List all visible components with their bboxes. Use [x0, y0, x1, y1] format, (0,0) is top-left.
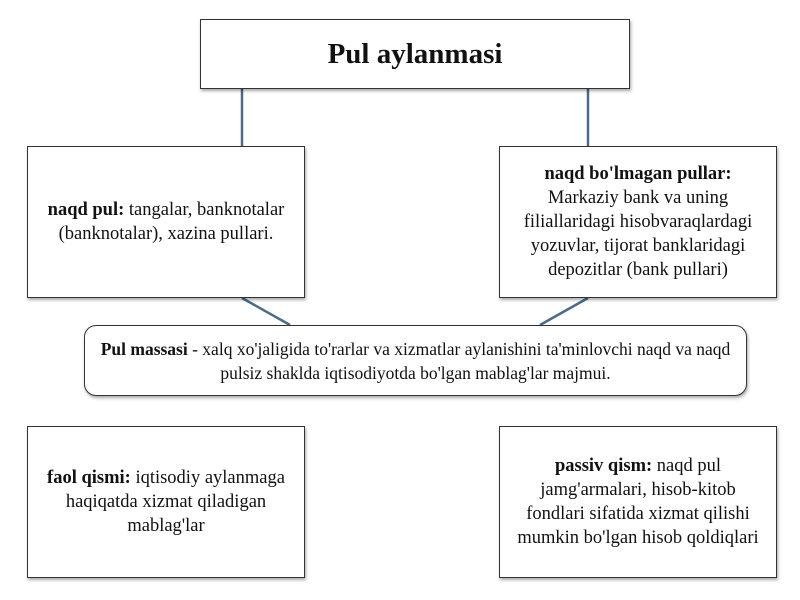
passive-part-box: passiv qism: naqd pul jamg'armalari, his…	[499, 426, 777, 578]
diagram-title: Pul aylanmasi	[327, 37, 503, 70]
money-mass-term: Pul massasi	[100, 338, 188, 359]
active-part-term: faol qismi:	[47, 468, 131, 488]
passive-part-term: passiv qism:	[554, 456, 653, 476]
cash-description: tangalar, banknotalar (banknotalar), xaz…	[58, 200, 285, 244]
money-mass-box: Pul massasi - xalq xo'jaligida to'rarlar…	[84, 325, 747, 396]
title-box: Pul aylanmasi	[200, 19, 630, 89]
cash-term: naqd pul:	[47, 200, 125, 220]
passive-part-description: naqd pul jamg'armalari, hisob-kitob fond…	[517, 456, 759, 548]
money-mass-description: - xalq xo'jaligida to'rarlar va xizmatla…	[187, 338, 731, 383]
connector-non-cash-to-mass	[539, 296, 589, 327]
active-part-box: faol qismi: iqtisodiy aylanmaga haqiqatd…	[27, 426, 305, 578]
non-cash-description: Markaziy bank va uning filiallaridagi hi…	[523, 188, 753, 280]
non-cash-text: naqd bo'lmagan pullar: Markaziy bank va …	[507, 162, 769, 282]
non-cash-box: naqd bo'lmagan pullar: Markaziy bank va …	[499, 146, 777, 298]
passive-part-text: passiv qism: naqd pul jamg'armalari, his…	[513, 454, 763, 550]
money-mass-text: Pul massasi - xalq xo'jaligida to'rarlar…	[96, 337, 736, 385]
active-part-text: faol qismi: iqtisodiy aylanmaga haqiqatd…	[41, 466, 291, 538]
non-cash-term: naqd bo'lmagan pullar:	[544, 164, 732, 184]
cash-text: naqd pul: tangalar, banknotalar (banknot…	[44, 198, 289, 246]
active-part-description: iqtisodiy aylanmaga haqiqatda xizmat qil…	[65, 468, 285, 536]
connector-cash-to-mass	[241, 296, 291, 327]
cash-box: naqd pul: tangalar, banknotalar (banknot…	[27, 146, 305, 298]
